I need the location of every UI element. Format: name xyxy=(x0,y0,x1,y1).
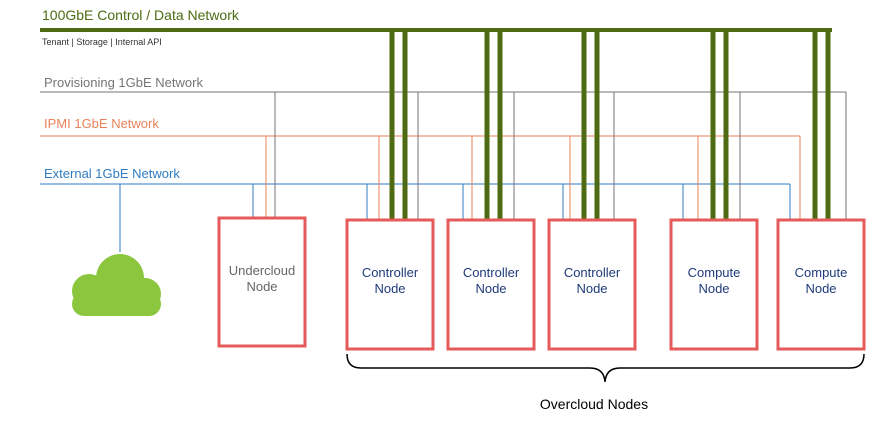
overcloud-group-label: Overcloud Nodes xyxy=(540,396,648,412)
provisioning-drops xyxy=(274,92,847,220)
node-label-line1: Controller xyxy=(564,265,621,280)
compute-node-box xyxy=(669,218,759,351)
node-label-line2: Node xyxy=(246,279,277,294)
overcloud-brace xyxy=(346,353,865,383)
provisioning-network-label: Provisioning 1GbE Network xyxy=(44,75,203,90)
data-network-label: 100GbE Control / Data Network xyxy=(42,7,240,23)
undercloud-node: Undercloud Node xyxy=(217,216,307,348)
controller-node-3: Controller Node xyxy=(547,218,637,351)
node-label-line2: Node xyxy=(475,281,506,296)
controller-node-box xyxy=(547,218,637,351)
data-network-drops xyxy=(389,30,831,220)
controller-node-2: Controller Node xyxy=(446,218,536,351)
node-label-line1: Compute xyxy=(795,265,848,280)
ipmi-drops xyxy=(265,136,801,220)
compute-node-2: Compute Node xyxy=(776,218,866,351)
node-label-line1: Undercloud xyxy=(229,263,296,278)
controller-node-box xyxy=(345,218,435,351)
cloud-icon xyxy=(72,254,161,316)
compute-node-1: Compute Node xyxy=(669,218,759,351)
ipmi-network-label: IPMI 1GbE Network xyxy=(44,116,159,131)
node-label-line2: Node xyxy=(805,281,836,296)
node-label-line2: Node xyxy=(374,281,405,296)
controller-node-box xyxy=(446,218,536,351)
controller-node-1: Controller Node xyxy=(345,218,435,351)
node-label-line2: Node xyxy=(698,281,729,296)
node-label-line1: Controller xyxy=(463,265,520,280)
compute-node-box xyxy=(776,218,866,351)
data-network-sublabel: Tenant | Storage | Internal API xyxy=(42,37,162,47)
external-drops xyxy=(119,184,791,252)
node-label-line2: Node xyxy=(576,281,607,296)
node-label-line1: Controller xyxy=(362,265,419,280)
undercloud-node-box xyxy=(217,216,307,348)
external-network-label: External 1GbE Network xyxy=(44,166,180,181)
node-label-line1: Compute xyxy=(688,265,741,280)
